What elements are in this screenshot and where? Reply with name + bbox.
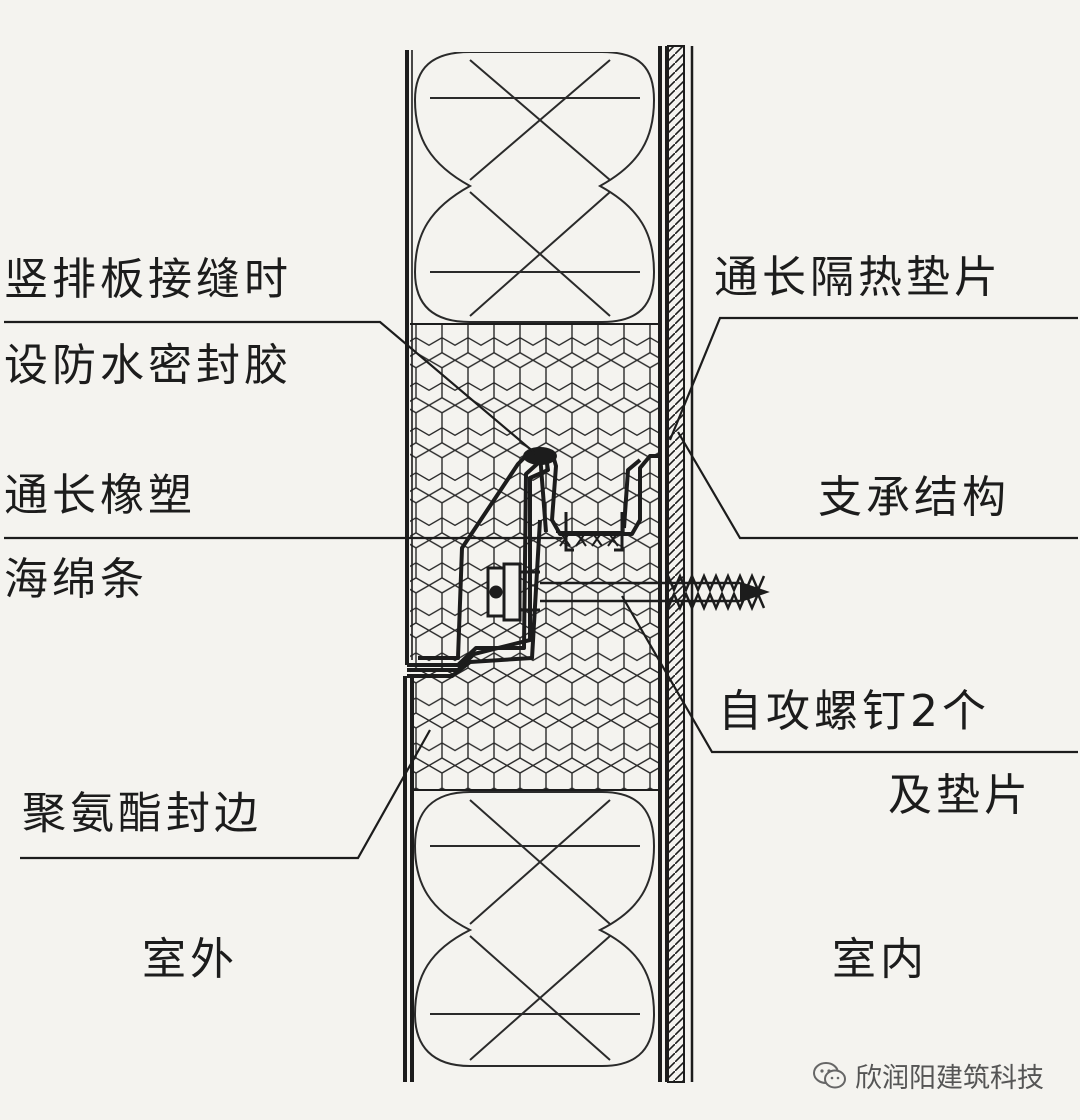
wechat-icon (813, 1061, 846, 1088)
label-rubber-strip-line2: 海绵条 (4, 554, 148, 605)
inner-steel-skin (658, 46, 667, 1082)
label-screw-line2: 及垫片 (888, 770, 1032, 821)
watermark: 欣润阳建筑科技 (813, 1056, 1044, 1095)
mineral-wool-top (413, 52, 656, 323)
watermark-text: 欣润阳建筑科技 (855, 1063, 1044, 1094)
label-rubber-strip-line1: 通长橡塑 (4, 470, 196, 521)
outer-steel-skin (403, 50, 550, 1082)
clip-hooks (564, 512, 624, 552)
label-indoor: 室内 (832, 934, 928, 985)
label-outdoor: 室外 (142, 934, 238, 985)
waterproof-sealant (523, 447, 557, 465)
screw-head-washer (486, 562, 540, 622)
label-screw-line1: 自攻螺钉2个 (718, 686, 990, 737)
support-structure (667, 45, 685, 1083)
mineral-wool-bottom (413, 791, 656, 1067)
leader-lines (4, 316, 1078, 860)
joint-flange (418, 450, 660, 660)
label-insulation-pad: 通长隔热垫片 (714, 252, 1002, 303)
label-support: 支承结构 (818, 472, 1010, 523)
polyurethane-core (410, 324, 658, 790)
label-joint-sealant-line1: 竖排板接缝时 (4, 254, 292, 305)
label-joint-sealant-line2: 设防水密封胶 (4, 340, 292, 391)
label-pu-edge: 聚氨酯封边 (22, 788, 262, 839)
